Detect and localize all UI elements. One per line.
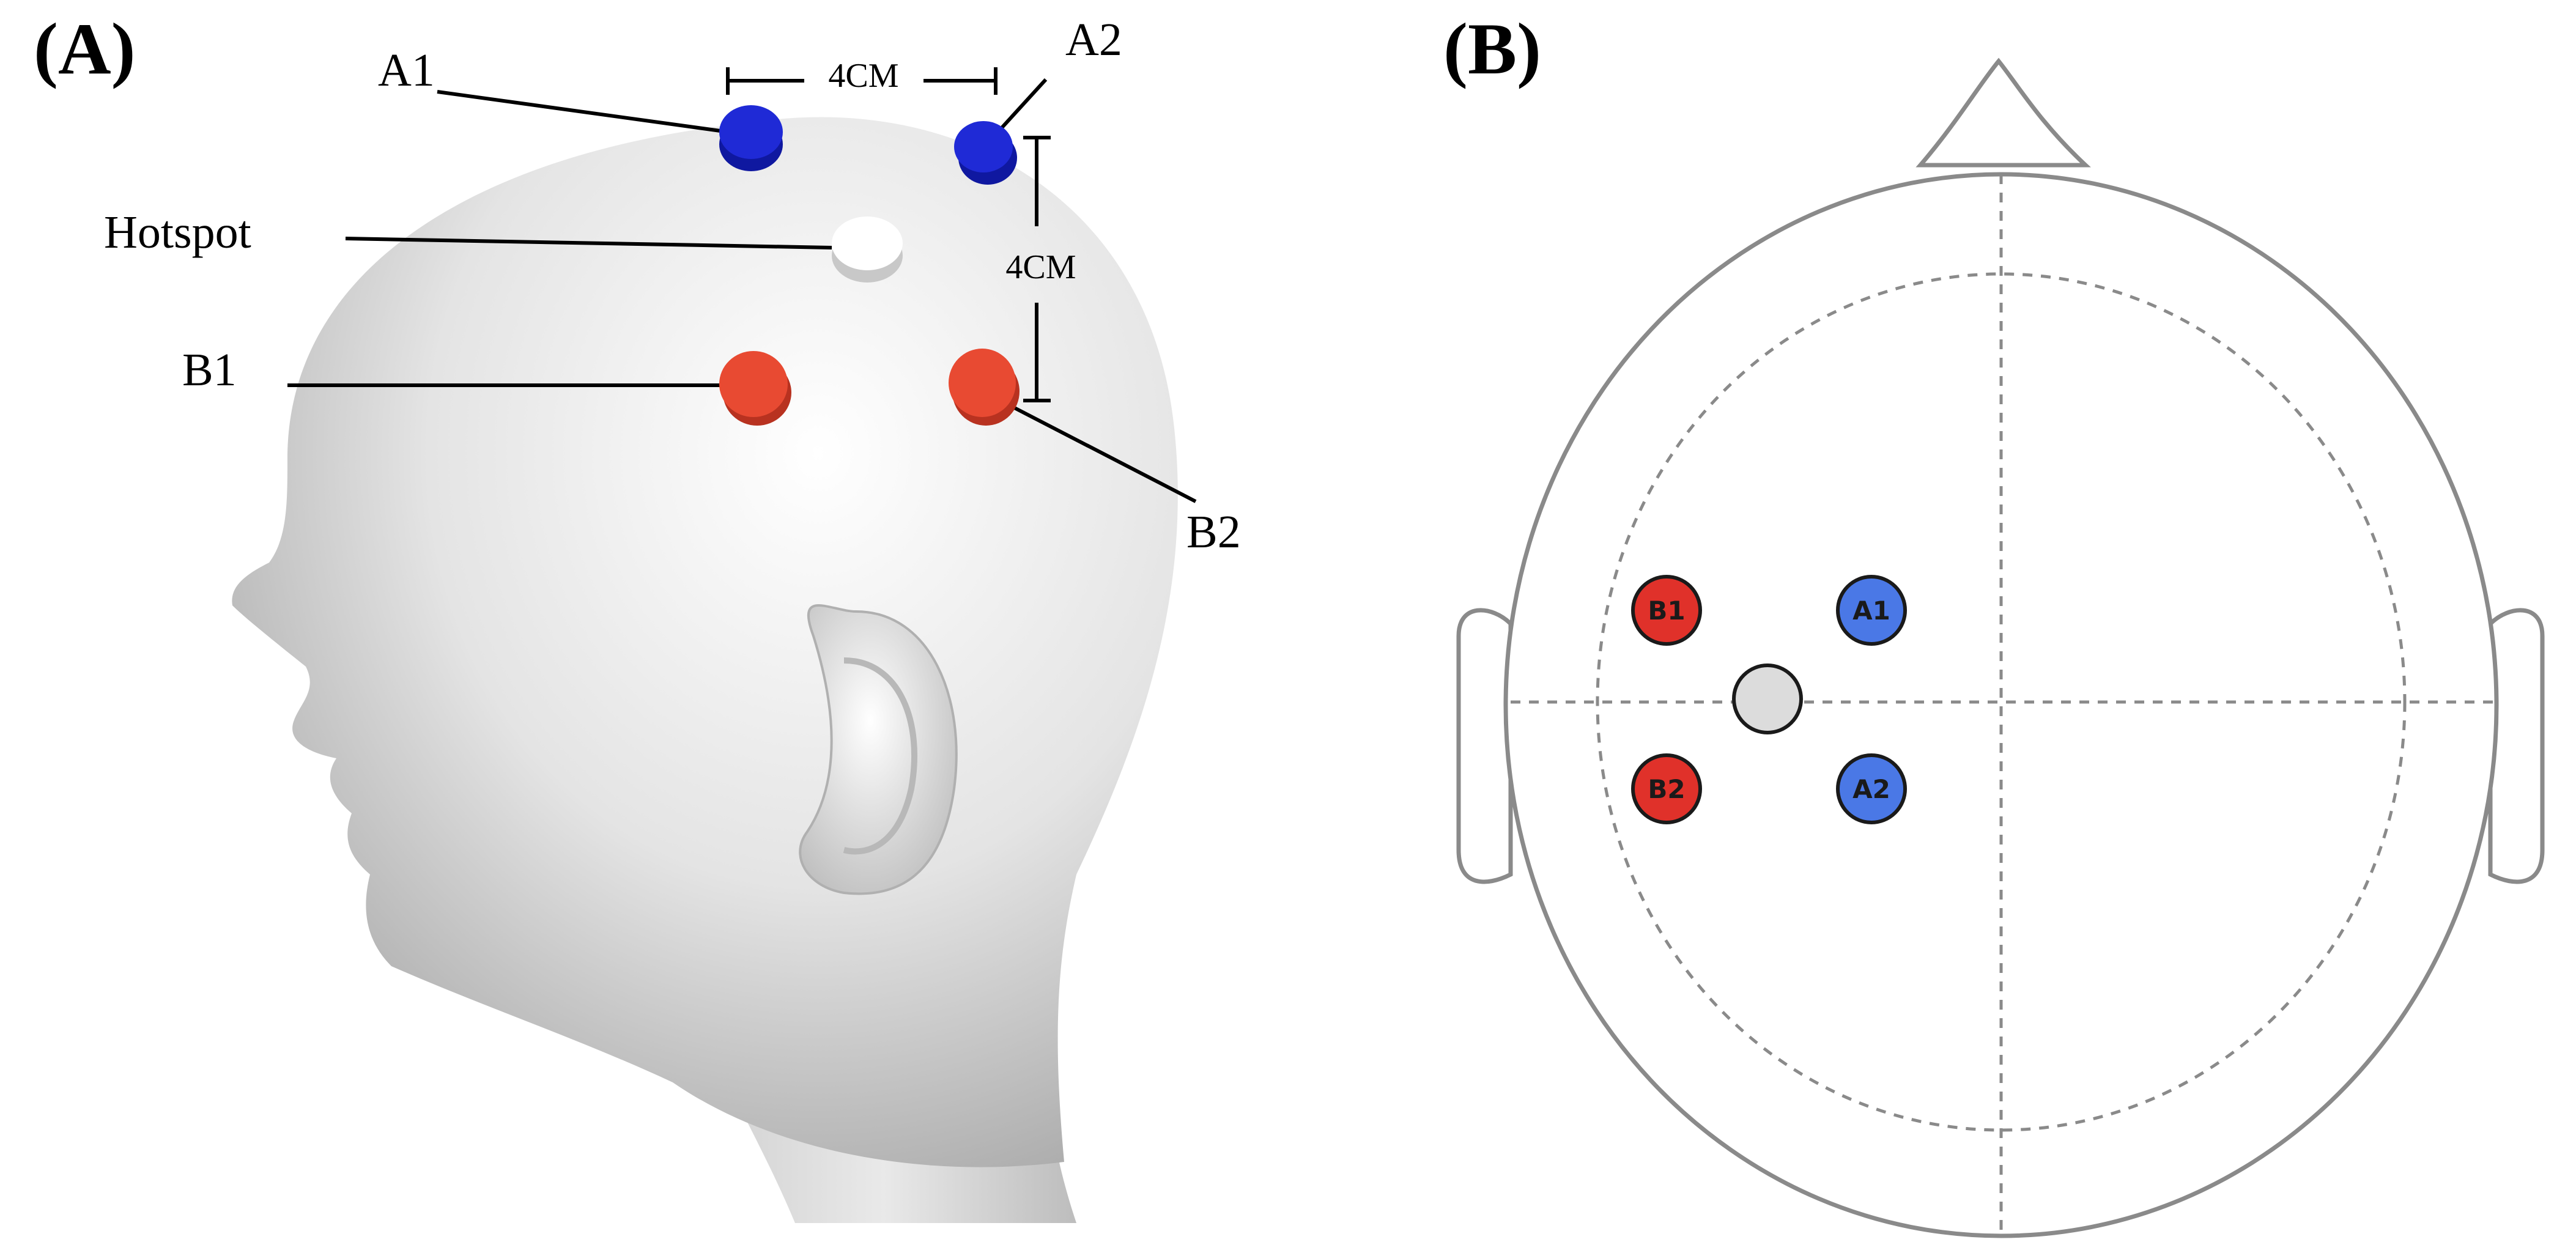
ear-3d bbox=[799, 604, 958, 895]
hotspot-map bbox=[1732, 664, 1803, 734]
electrode-b1-3d bbox=[719, 351, 791, 426]
horizontal-spacing-bracket bbox=[726, 67, 997, 95]
panel-a: (A) bbox=[34, 8, 1241, 1223]
right-ear-outline bbox=[2488, 608, 2545, 884]
vertical-spacing-label: 4CM bbox=[1005, 248, 1076, 286]
leader-line-a1 bbox=[437, 90, 725, 133]
electrode-a1-map: A1 bbox=[1836, 575, 1907, 646]
head-3d-illustration bbox=[232, 117, 1178, 1223]
callout-b2: B2 bbox=[1186, 506, 1241, 558]
electrode-b1-map: B1 bbox=[1631, 575, 1702, 646]
electrode-b2-map: B2 bbox=[1631, 753, 1702, 824]
leader-line-b2 bbox=[1011, 405, 1197, 503]
hotspot-3d bbox=[832, 216, 903, 283]
panel-a-label: (A) bbox=[34, 8, 136, 89]
callout-b1: B1 bbox=[182, 344, 237, 396]
left-ear-outline bbox=[1456, 608, 1513, 884]
head-skin bbox=[232, 117, 1178, 1167]
panel-b-label: (B) bbox=[1443, 8, 1541, 89]
ear-3d-inner bbox=[843, 657, 918, 855]
inner-reference-ellipse bbox=[1596, 272, 2407, 1132]
electrode-a1-3d bbox=[719, 105, 783, 171]
reference-grid bbox=[1511, 174, 2495, 1238]
electrode-a1-map-label: A1 bbox=[1852, 596, 1890, 626]
callout-a2: A2 bbox=[1065, 14, 1122, 65]
electrode-a2-3d bbox=[954, 121, 1017, 185]
horizontal-spacing-label: 4CM bbox=[828, 57, 898, 95]
callout-a1: A1 bbox=[378, 45, 435, 96]
electrode-b2-map-label: B2 bbox=[1648, 774, 1685, 804]
nose-outline bbox=[1915, 57, 2091, 168]
callout-hotspot: Hotspot bbox=[104, 207, 251, 258]
electrode-a2-map: A2 bbox=[1836, 753, 1907, 824]
head-top-view-outline bbox=[1456, 57, 2545, 1238]
electrode-a2-map-label: A2 bbox=[1852, 774, 1890, 804]
panel-b: (B) B1 A1 B2 A2 bbox=[1443, 8, 2545, 1238]
electrode-b1-map-label: B1 bbox=[1648, 596, 1685, 626]
vertical-spacing-bracket bbox=[1023, 136, 1051, 402]
electrode-b2-3d bbox=[949, 349, 1020, 426]
leader-line-hotspot bbox=[345, 237, 832, 250]
